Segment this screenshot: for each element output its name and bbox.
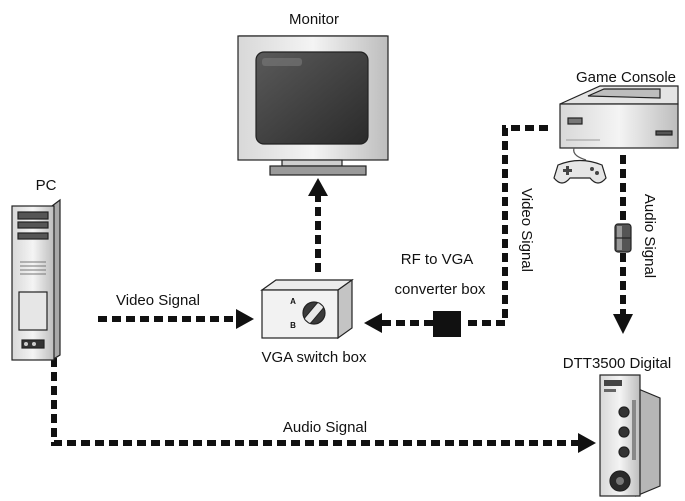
- converter-label-line1: RF to VGA: [401, 251, 474, 268]
- console-audio-arrowhead: [613, 314, 633, 334]
- converter-switch-arrowhead: [364, 313, 382, 333]
- monitor-icon: [237, 35, 389, 176]
- console-video-signal-label: Video Signal: [518, 188, 535, 272]
- switch-monitor-arrowhead: [308, 178, 328, 196]
- pc-video-arrowhead: [236, 309, 254, 329]
- connection-lines: [51, 125, 633, 453]
- converter-label-line2: converter box: [395, 281, 486, 298]
- gamepad-icon: [553, 147, 607, 184]
- pc-video-signal-label: Video Signal: [116, 292, 200, 309]
- game-console-icon: [559, 85, 679, 149]
- monitor-label: Monitor: [289, 11, 339, 28]
- pc-audio-signal-label: Audio Signal: [283, 419, 367, 436]
- vga-switch-box-icon: [260, 278, 354, 340]
- pc-audio-line: [51, 358, 578, 446]
- pc-audio-arrowhead: [578, 433, 596, 453]
- pc-tower-icon: [11, 198, 61, 362]
- switch-position-a: A: [290, 297, 296, 306]
- vga-switch-box-label: VGA switch box: [261, 349, 367, 366]
- dtt3500-label: DTT3500 Digital: [563, 355, 671, 372]
- converter-box-icon: [433, 311, 461, 337]
- dtt3500-speaker-icon: [599, 374, 661, 497]
- game-console-label: Game Console: [576, 69, 676, 86]
- pc-label: PC: [36, 177, 57, 194]
- console-audio-signal-label: Audio Signal: [641, 194, 658, 278]
- switch-position-b: B: [290, 321, 296, 330]
- console-video-line: [463, 125, 548, 326]
- audio-adapter-icon: [614, 223, 632, 253]
